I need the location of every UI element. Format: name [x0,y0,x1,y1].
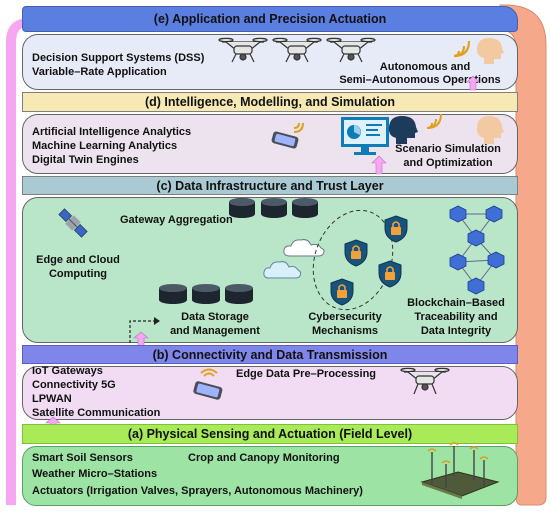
crop-canopy-label: Crop and Canopy Monitoring [188,452,340,464]
layer-c-title: (c) Data Infrastructure and Trust Layer [22,176,518,195]
data-storage-label-1: Data Storage [181,311,249,323]
drone-icon [272,37,322,63]
layer-e-panel [22,34,518,90]
layer-b-title: (b) Connectivity and Data Transmission [22,345,518,364]
lpwan-label: LPWAN [32,393,72,405]
drone-icon [326,37,376,63]
shield-lock-icon [384,215,408,243]
blockchain-label-2: Traceability and [414,311,498,323]
dashed-connector-arrow [129,317,160,343]
shield-lock-icon [344,239,368,267]
head-icon [476,116,504,144]
flow-arrow-d [371,155,387,175]
data-storage-label-2: and Management [170,325,260,337]
shield-lock-icon [378,260,402,288]
dss-label: Decision Support Systems (DSS) [32,52,205,64]
variable-rate-label: Variable–Rate Application [32,66,167,78]
flow-arrow-e [466,75,480,91]
monitor-dashboard-icon [341,117,389,155]
layer-a-panel [22,446,518,506]
scenario-label-1: Scenario Simulation [395,143,501,155]
satellite-icon [58,208,88,238]
field-sensor-icon [420,442,500,499]
cybersecurity-label-2: Mechanisms [311,325,379,337]
autonomous-label-2: Semi–Autonomous Operations [339,74,501,86]
cloud-icon [263,261,302,279]
smartphone-icon [271,122,304,149]
gateway-aggregation-label: Gateway Aggregation [120,214,233,226]
digital-twin-label: Digital Twin Engines [32,154,139,166]
layer-d-title: (d) Intelligence, Modelling, and Simulat… [22,92,518,112]
blockchain-label-3: Data Integrity [420,325,492,337]
edge-cloud-label-2: Computing [48,268,108,280]
drone-icon [400,367,450,395]
edge-cloud-label-1: Edge and Cloud [36,254,120,266]
cybersecurity-label-1: Cybersecurity [308,311,382,323]
smart-soil-sensors-label: Smart Soil Sensors [32,452,133,464]
blockchain-network-icon [449,205,505,295]
actuators-label: Actuators (Irrigation Valves, Sprayers, … [32,485,363,497]
layer-a-title: (a) Physical Sensing and Actuation (Fiel… [22,424,518,444]
blockchain-label-1: Blockchain–Based [407,297,505,309]
head-icon [388,116,418,144]
layer-e-title: (e) Application and Precision Actuation [22,6,518,32]
iot-gateways-label: IoT Gateways [32,365,103,377]
scenario-label-2: and Optimization [403,157,493,169]
server-stack-icon [229,198,318,218]
server-stack-icon [159,284,253,304]
signal-icon [453,40,471,58]
head-icon [476,38,504,64]
weather-stations-label: Weather Micro–Stations [32,468,158,480]
autonomous-label-1: Autonomous and [379,61,471,73]
satellite-communication-label: Satellite Communication [32,407,161,419]
smartphone-icon [193,368,223,400]
edge-preprocessing-label: Edge Data Pre–Processing [236,368,377,380]
connectivity-5g-label: Connectivity 5G [32,379,116,391]
ml-analytics-label: Machine Learning Analytics [32,140,178,152]
shield-lock-icon [330,278,354,306]
signal-icon [426,113,442,129]
cloud-icon [283,239,325,257]
drone-icon [218,37,268,63]
ai-analytics-label: Artificial Intelligence Analytics [32,126,192,138]
